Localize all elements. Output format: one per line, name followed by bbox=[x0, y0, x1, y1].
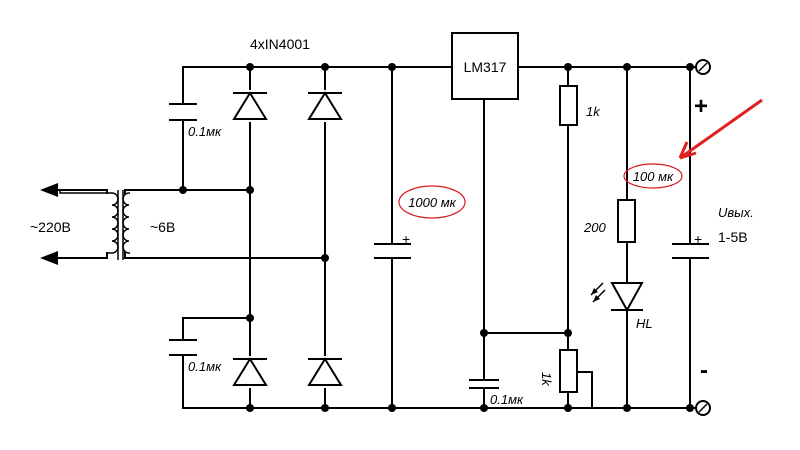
led-hl: HL bbox=[590, 282, 653, 331]
input-voltage-label: ~220В bbox=[30, 219, 71, 235]
diode-d1 bbox=[232, 90, 268, 122]
transformer: ~220В ~6В bbox=[30, 183, 175, 265]
cap-out-polarity: + bbox=[694, 231, 702, 247]
rectifier-bridge: 4xIN4001 bbox=[232, 36, 343, 388]
resistor-r-top: 1k bbox=[559, 85, 601, 126]
minus-sign: - bbox=[700, 357, 708, 384]
resistors: 1k 200 1k bbox=[539, 85, 636, 393]
r-top-label: 1k bbox=[586, 104, 601, 119]
output-range-label: 1-5В bbox=[718, 229, 748, 245]
diode-d4 bbox=[307, 356, 343, 388]
capacitor-c-adj: 0.1мк bbox=[469, 379, 524, 407]
r-pot-label: 1k bbox=[539, 372, 554, 387]
r-led-label: 200 bbox=[583, 220, 606, 235]
plus-sign: + bbox=[694, 93, 708, 120]
lm317-regulator: LM317 bbox=[451, 32, 519, 100]
capacitor-c-top: 0.1мк bbox=[169, 103, 222, 139]
cap-bottom-label: 0.1мк bbox=[188, 359, 222, 374]
cap-out-label: 100 мк bbox=[633, 169, 674, 184]
cap-main-polarity: + bbox=[402, 231, 410, 247]
highlight-ellipse-out bbox=[623, 163, 683, 189]
input-arrow-bottom-icon bbox=[40, 251, 58, 265]
cap-main-label: 1000 мк bbox=[408, 195, 456, 210]
resistor-r-led: 200 bbox=[583, 199, 636, 243]
output-terminals bbox=[689, 59, 711, 416]
capacitor-c-main: + 1000 мк bbox=[374, 185, 466, 259]
led-label: HL bbox=[636, 316, 653, 331]
diode-d3 bbox=[232, 356, 268, 388]
input-arrow-top-icon bbox=[40, 183, 58, 197]
cap-adj-label: 0.1мк bbox=[490, 392, 524, 407]
diode-d2 bbox=[307, 90, 343, 122]
rectifier-label: 4xIN4001 bbox=[250, 36, 310, 52]
secondary-voltage-label: ~6В bbox=[150, 219, 175, 235]
potentiometer-r-adj: 1k bbox=[539, 349, 578, 393]
capacitors: 0.1мк 0.1мк + 1000 мк 0.1мк + 100 bbox=[169, 103, 709, 407]
capacitor-c-bottom: 0.1мк bbox=[169, 339, 222, 374]
cap-top-label: 0.1мк bbox=[188, 124, 222, 139]
annotation-arrow-icon bbox=[678, 98, 763, 160]
output-voltage-label: Uвых. bbox=[718, 205, 754, 220]
regulator-label: LM317 bbox=[464, 59, 507, 75]
output-labels: + - Uвых. 1-5В bbox=[694, 93, 754, 384]
capacitor-c-out: + 100 мк bbox=[623, 163, 709, 259]
highlight-ellipse-main bbox=[398, 185, 466, 219]
junction-dots bbox=[179, 63, 694, 412]
